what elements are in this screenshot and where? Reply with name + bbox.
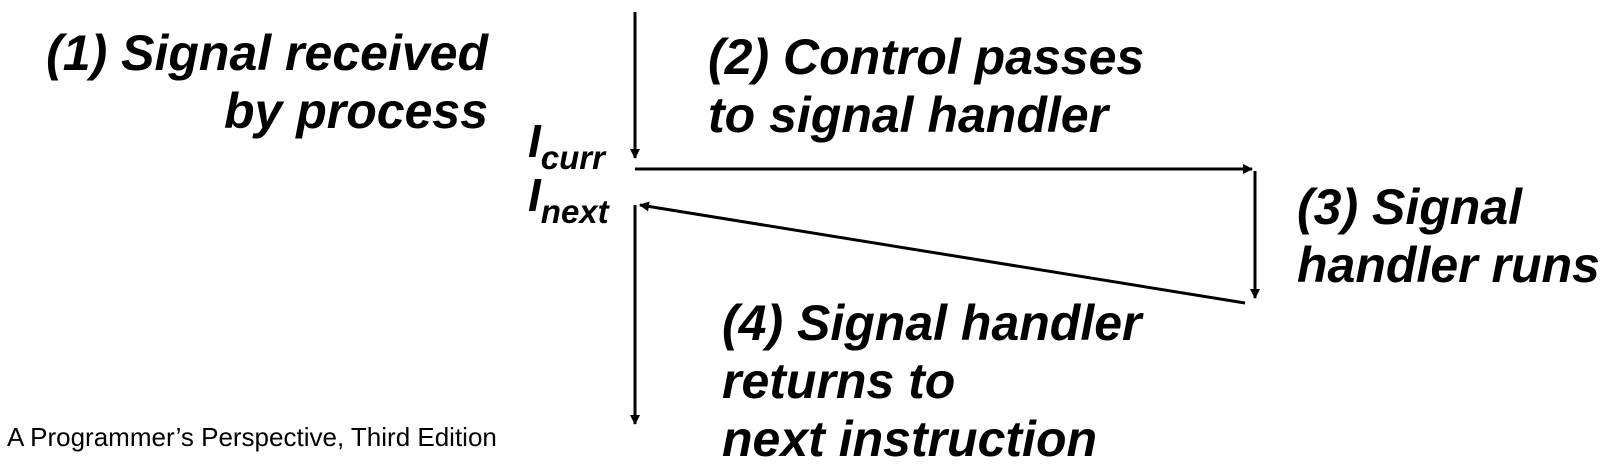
step-4-line-2: returns to	[722, 353, 956, 409]
instruction-next-subscript: next	[540, 193, 609, 230]
instruction-current-subscript: curr	[540, 139, 605, 176]
step-handler-returns: (4) Signal handler returns to next instr…	[722, 294, 1142, 468]
step-1-line-1: (1) Signal received	[46, 25, 488, 81]
step-1-line-2: by process	[223, 83, 488, 139]
step-2-line-2: to signal handler	[708, 87, 1109, 143]
arrow-return-to-next	[639, 201, 1246, 305]
step-handler-runs: (3) Signal handler runs	[1297, 178, 1600, 294]
step-3-line-2: handler runs	[1297, 237, 1600, 293]
step-control-passes: (2) Control passes to signal handler	[708, 28, 1144, 144]
step-3-line-1: (3) Signal	[1297, 179, 1523, 235]
step-4-line-1: (4) Signal handler	[722, 295, 1142, 351]
instruction-current-label: Icurr	[528, 115, 605, 176]
step-2-line-1: (2) Control passes	[708, 29, 1145, 85]
instruction-next-base: I	[528, 169, 541, 221]
step-4-line-3: next instruction	[722, 411, 1098, 467]
footer-caption: A Programmer’s Perspective, Third Editio…	[7, 422, 497, 452]
instruction-next-label: Inext	[528, 169, 609, 230]
instruction-current-base: I	[528, 115, 541, 167]
step-signal-received: (1) Signal received by process	[46, 24, 488, 140]
